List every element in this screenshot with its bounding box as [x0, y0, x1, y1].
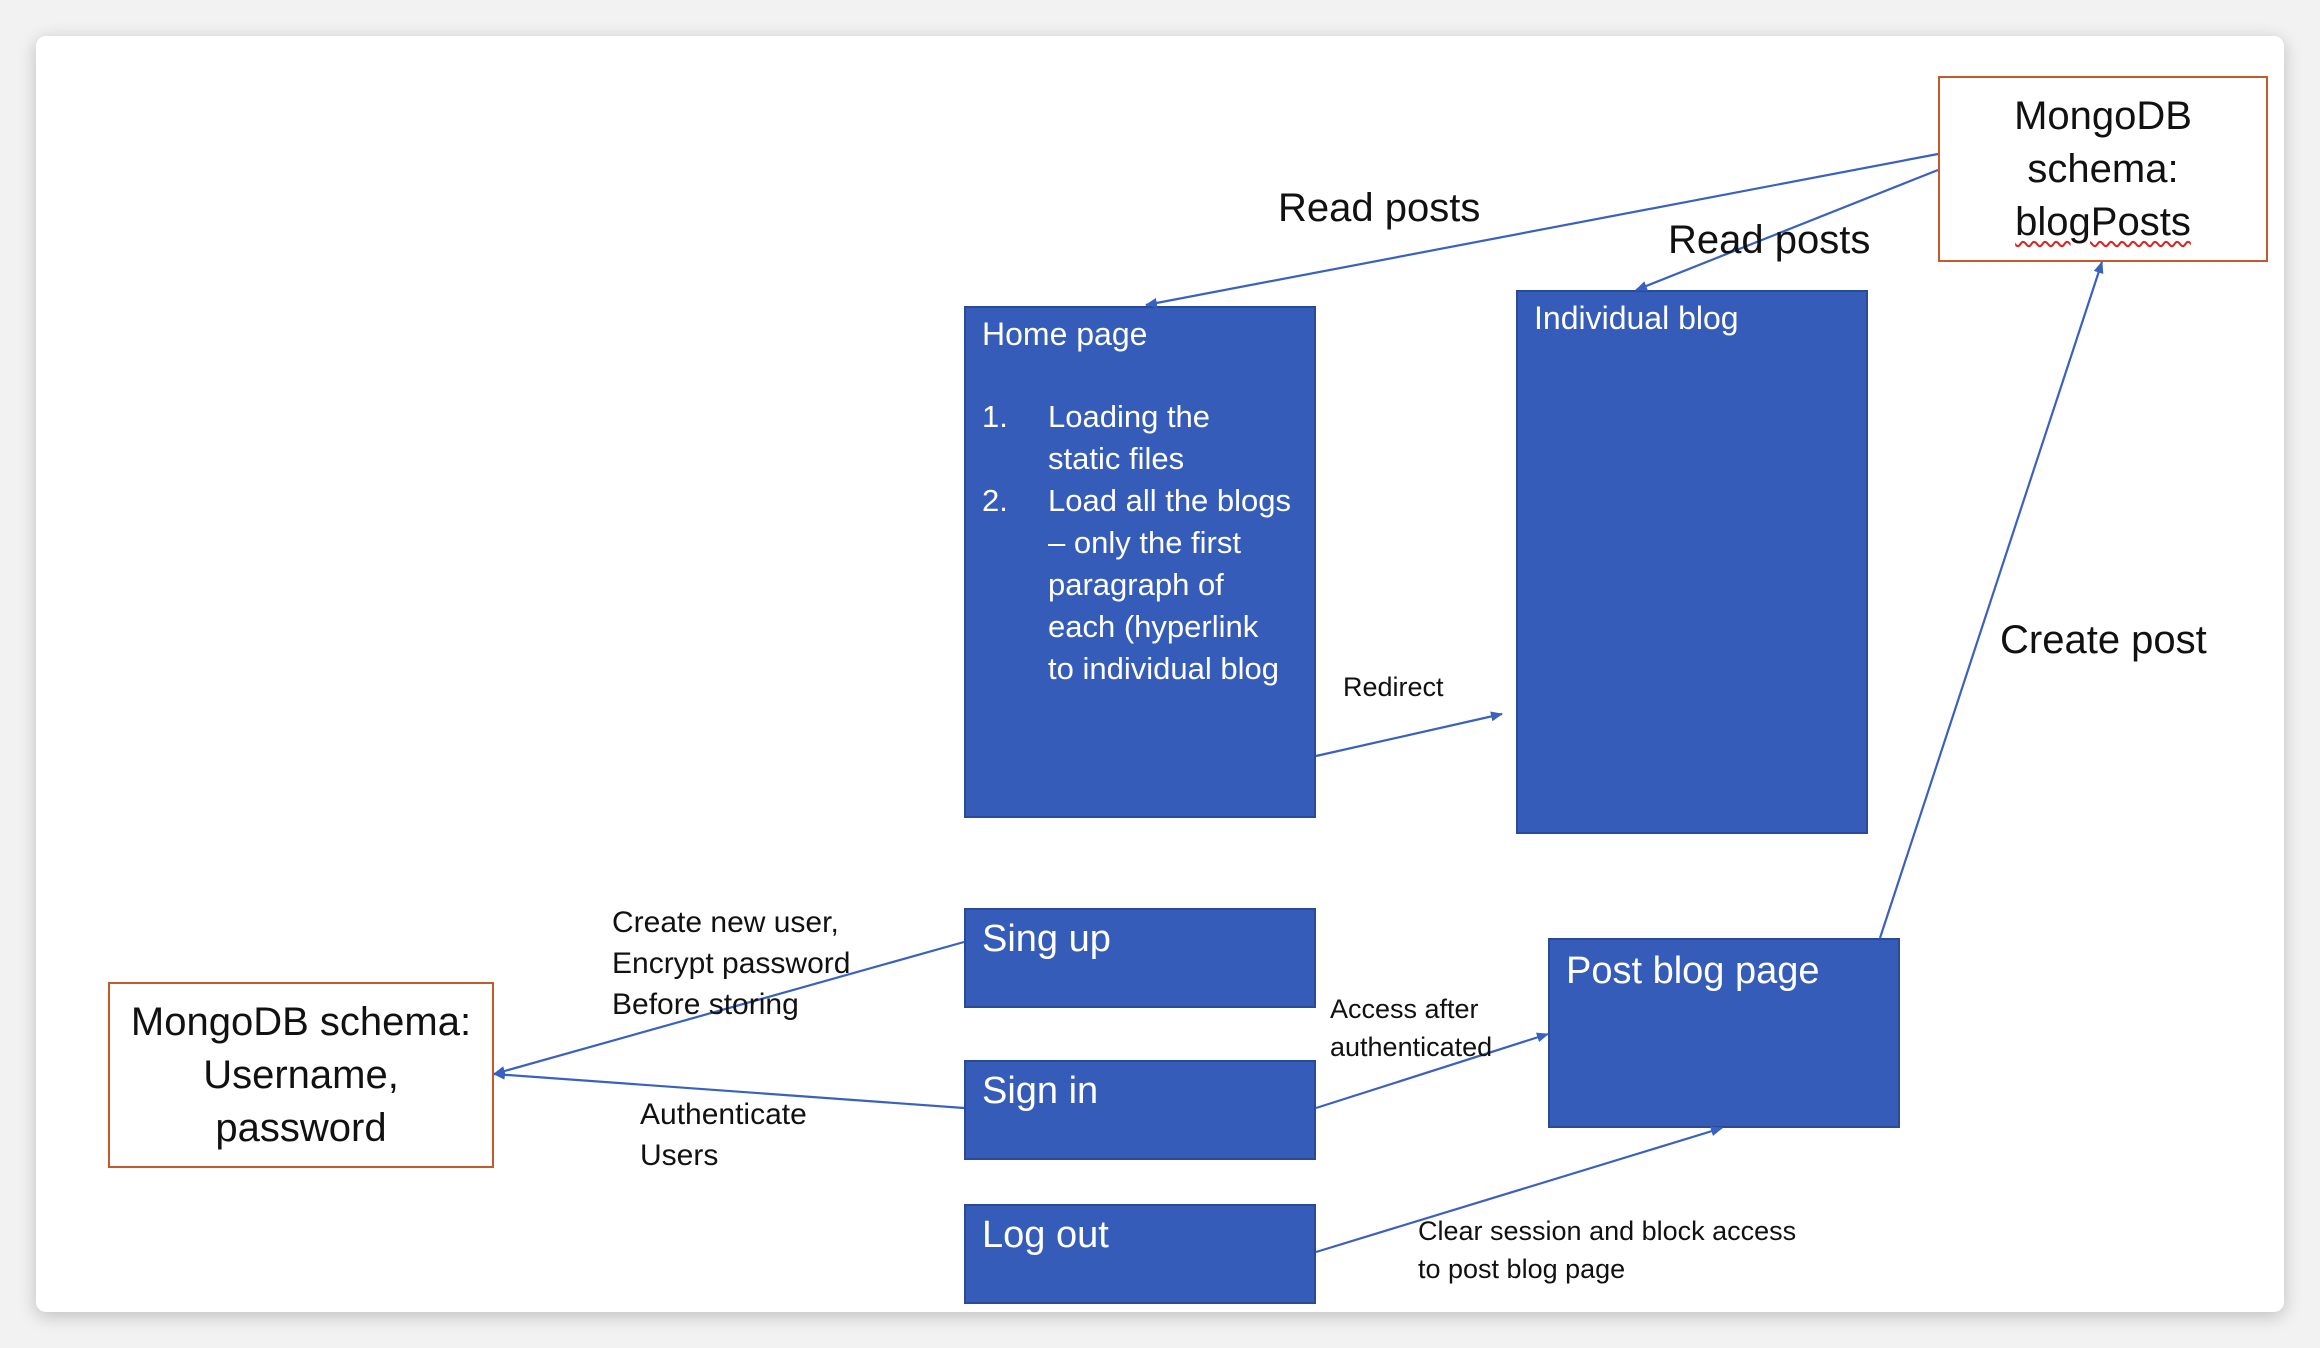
sign-in-title: Sign in — [982, 1070, 1099, 1112]
blogposts-line2: schema: — [2027, 146, 2179, 191]
edge-label-clear-session: Clear session and block access to post b… — [1418, 1212, 1796, 1288]
label-line: Access after — [1330, 994, 1479, 1024]
label-line: Clear session and block access — [1418, 1216, 1797, 1246]
arrow-redirect — [1315, 711, 1503, 758]
log-out-title: Log out — [982, 1214, 1109, 1256]
edge-label-read-posts-blog: Read posts — [1668, 218, 1871, 262]
list-line: Load all the blogs — [1048, 483, 1292, 518]
arrow-create-post — [1878, 261, 2104, 939]
users-line1: MongoDB schema: — [130, 999, 472, 1044]
users-line3: password — [215, 1105, 387, 1150]
edge-label-redirect: Redirect — [1343, 672, 1444, 702]
list-line: – only the first — [1048, 525, 1241, 560]
blogposts-line3: blogPosts — [2015, 199, 2191, 244]
home-page-title: Home page — [982, 316, 1148, 352]
edge-label-read-posts-home: Read posts — [1278, 186, 1481, 230]
arrow-sign-up-to-db — [493, 940, 965, 1076]
post-blog-page-box: Post blog page — [1548, 938, 1900, 1128]
label-line: Before storing — [612, 988, 799, 1021]
edge-label-create-post: Create post — [2000, 618, 2207, 662]
individual-blog-box: Individual blog — [1516, 290, 1868, 834]
label-line: Users — [640, 1139, 719, 1172]
arrow-access-after — [1315, 1032, 1549, 1110]
edge-label-create-user: Create new user, Encrypt password Before… — [612, 902, 850, 1025]
list-number: 2. — [982, 483, 1008, 518]
mongodb-blogposts-box: MongoDB schema: blogPosts — [1938, 76, 2268, 262]
blogposts-line1: MongoDB — [2014, 93, 2192, 138]
home-page-list-item: 1. Loading the static files — [982, 396, 1291, 480]
home-page-list: 1. Loading the static files 2. Load all … — [982, 396, 1291, 690]
log-out-box: Log out — [964, 1204, 1316, 1304]
label-line: to post blog page — [1418, 1254, 1626, 1284]
sign-in-box: Sign in — [964, 1060, 1316, 1160]
list-line: to individual blog — [1048, 651, 1279, 686]
edge-label-access-after: Access after authenticated — [1330, 990, 1492, 1066]
arrow-read-posts-home — [1145, 152, 1939, 308]
list-number: 1. — [982, 399, 1008, 434]
sign-up-box: Sing up — [964, 908, 1316, 1008]
list-line: each (hyperlink — [1048, 609, 1259, 644]
users-line2: Username, — [203, 1052, 399, 1097]
list-line: paragraph of — [1048, 567, 1224, 602]
home-page-list-item: 2. Load all the blogs – only the first p… — [982, 480, 1291, 690]
edge-label-authenticate: Authenticate Users — [640, 1094, 807, 1176]
mongodb-users-box: MongoDB schema: Username, password — [108, 982, 494, 1168]
post-blog-page-title: Post blog page — [1566, 950, 1820, 992]
label-line: Encrypt password — [612, 947, 851, 980]
home-page-box: Home page 1. Loading the static files 2.… — [964, 306, 1316, 818]
arrow-read-posts-blog — [1635, 168, 1939, 292]
individual-blog-title: Individual blog — [1534, 300, 1739, 336]
label-line: authenticated — [1330, 1032, 1493, 1062]
label-line: Create new user, — [612, 906, 839, 939]
list-line: static files — [1048, 441, 1185, 476]
label-line: Authenticate — [640, 1098, 807, 1131]
list-line: Loading the — [1048, 399, 1211, 434]
arrow-log-out — [1315, 1126, 1723, 1254]
arrow-sign-in-to-db — [493, 1069, 965, 1110]
sign-up-title: Sing up — [982, 918, 1111, 960]
